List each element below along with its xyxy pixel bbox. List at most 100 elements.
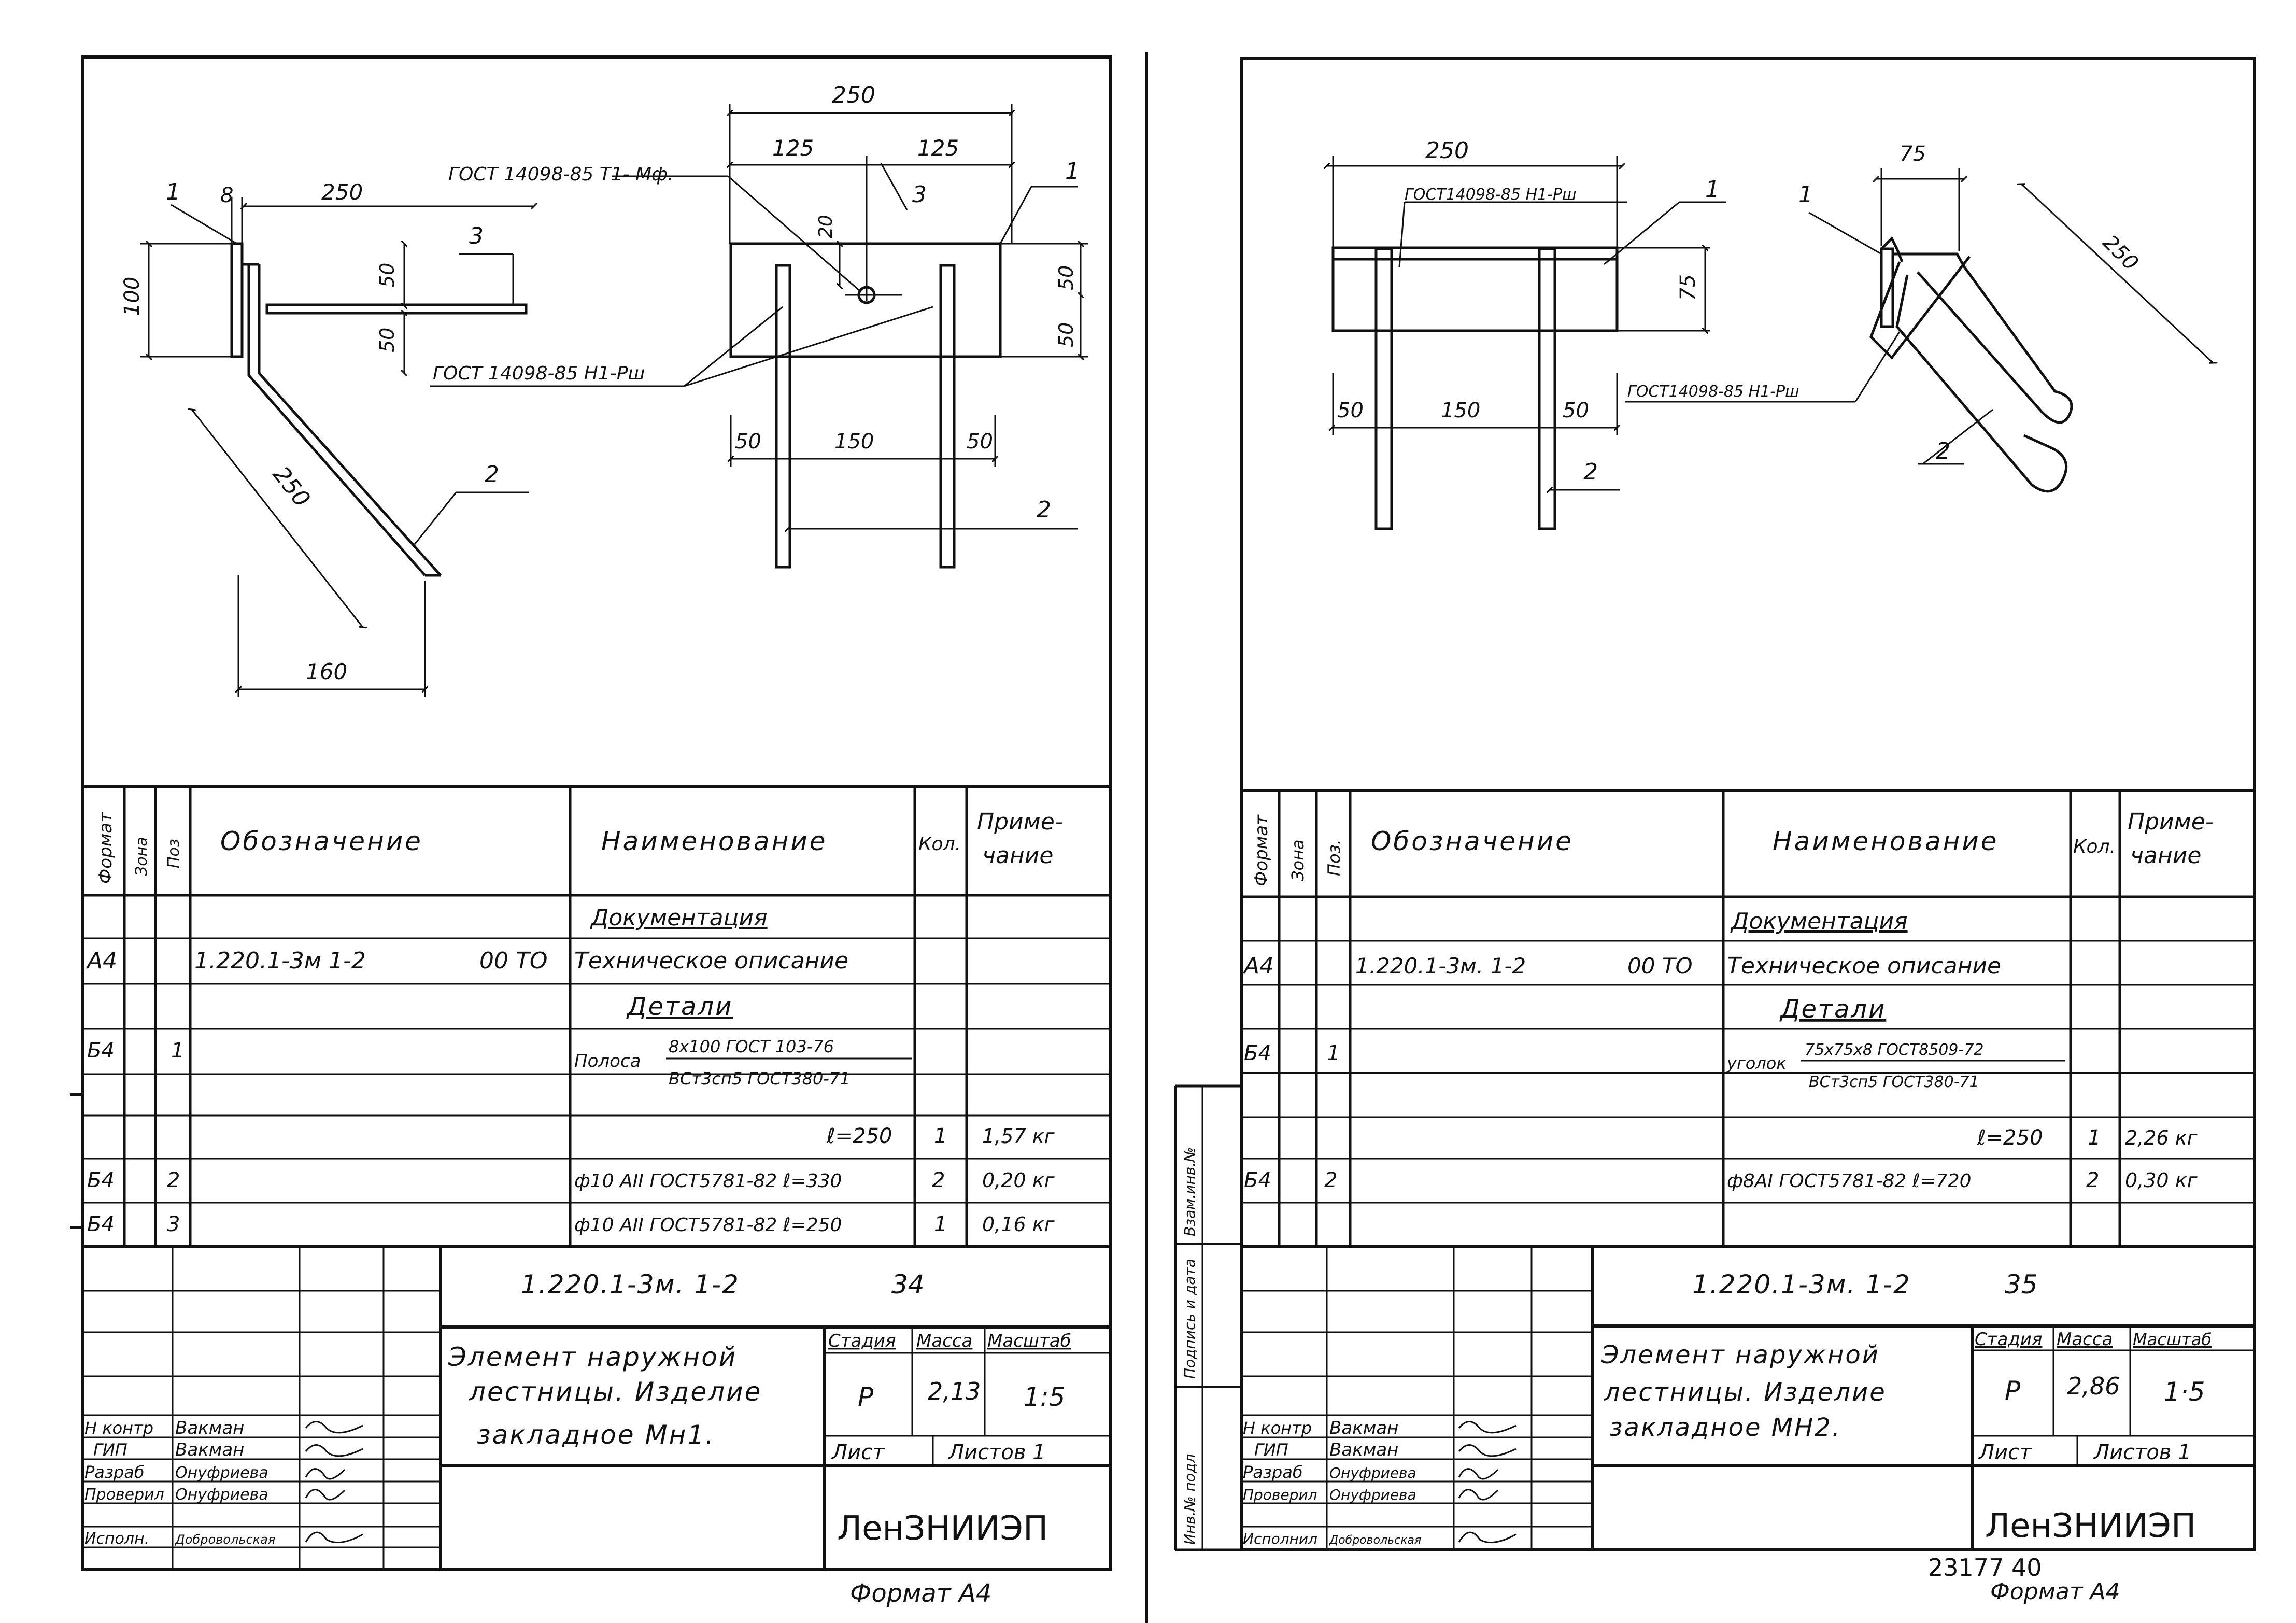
col-zone: Зона bbox=[133, 837, 151, 876]
sheet-right: Инв.№ подл Подпись и дата Взам.инв.№ bbox=[1174, 57, 2256, 1605]
r-front-dim-mid: 150 bbox=[1441, 399, 1480, 422]
front-dim-50-bottom: 50 bbox=[1055, 322, 1078, 347]
r-tb-sheet-label: Лист bbox=[1978, 1441, 2032, 1464]
side-dim-50-bottom: 50 bbox=[376, 328, 399, 352]
tb-stage: Р bbox=[858, 1382, 874, 1412]
front-pos-3: 3 bbox=[912, 181, 927, 208]
tb-mass: 2,13 bbox=[928, 1377, 981, 1405]
r-signer-name-3: Онуфриева bbox=[1329, 1464, 1416, 1481]
front-dim-right: 50 bbox=[967, 430, 993, 454]
row3-qty: 1 bbox=[934, 1212, 947, 1236]
row3-format: Б4 bbox=[87, 1212, 115, 1236]
side-dim-run: 160 bbox=[306, 659, 347, 684]
col-name: Наименование bbox=[601, 826, 828, 856]
r-signer-role-1: Н контр bbox=[1243, 1418, 1312, 1438]
row2-name: ф10 АII ГОСТ5781-82 ℓ=330 bbox=[574, 1170, 842, 1192]
side-dim-diag: 250 bbox=[267, 461, 315, 512]
r-tb-title-3: закладное МН2. bbox=[1609, 1413, 1841, 1442]
doc-format: А4 bbox=[86, 948, 117, 974]
sheet-frame bbox=[81, 55, 1112, 1571]
signer-role-5: Исполн. bbox=[84, 1530, 149, 1548]
r-front-pos-1: 1 bbox=[1705, 176, 1720, 203]
spec-table-2 bbox=[1241, 789, 2255, 1248]
signer-name-4: Онуфриева bbox=[175, 1486, 268, 1504]
tb-title-1: Элемент наружной bbox=[448, 1342, 737, 1372]
r-row2-note: 0,30 кг bbox=[2125, 1169, 2198, 1192]
tb-org: ЛенЗНИИЭП bbox=[837, 1509, 1048, 1548]
col-pos: Поз bbox=[165, 839, 183, 868]
row2-note: 0,20 кг bbox=[982, 1169, 1055, 1192]
r-doc-suffix: 00 ТО bbox=[1627, 953, 1693, 979]
doc-name: Техническое описание bbox=[574, 948, 848, 974]
tb-sheet-label: Лист bbox=[831, 1441, 885, 1464]
signer-role-2: ГИП bbox=[93, 1440, 127, 1460]
r-row2-qty: 2 bbox=[2086, 1168, 2099, 1192]
front-dim-half-left: 125 bbox=[772, 135, 814, 161]
side-dim-width: 250 bbox=[321, 179, 363, 205]
r-doc-designation: 1.220.1-3м. 1-2 bbox=[1355, 953, 1526, 979]
r-col-zone: Зона bbox=[1288, 839, 1308, 881]
col-designation: Обозначение bbox=[220, 826, 423, 856]
r-tb-scale: 1·5 bbox=[2164, 1377, 2205, 1407]
r-front-dim-left: 50 bbox=[1337, 399, 1364, 422]
r-signer-name-1: Вакман bbox=[1329, 1418, 1398, 1438]
r-row1b-note: 2,26 кг bbox=[2125, 1126, 2198, 1149]
r-tb-stage-label: Стадия bbox=[1975, 1329, 2042, 1350]
front-pos-1: 1 bbox=[1065, 158, 1080, 185]
col-note-1: Приме- bbox=[977, 809, 1063, 835]
front-dim-half-right: 125 bbox=[917, 135, 959, 161]
signatures-2 bbox=[1458, 1421, 1517, 1544]
r-row1-name-prefix: уголок bbox=[1726, 1053, 1787, 1073]
r-tb-scale-label: Масштаб bbox=[2133, 1330, 2212, 1349]
tb-stage-label: Стадия bbox=[828, 1331, 896, 1351]
row3-note: 0,16 кг bbox=[982, 1213, 1055, 1236]
r-col-note-2: чание bbox=[2130, 842, 2201, 869]
side-dim-50-top: 50 bbox=[376, 263, 399, 288]
r-front-dim-height: 75 bbox=[1676, 274, 1700, 301]
row1-pos: 1 bbox=[171, 1039, 184, 1063]
signer-name-1: Вакман bbox=[175, 1418, 244, 1438]
section-docs: Документация bbox=[590, 905, 768, 931]
row2-pos: 2 bbox=[167, 1168, 180, 1192]
front-dim-total: 250 bbox=[832, 82, 875, 108]
side-view-2 bbox=[1869, 236, 2073, 493]
tb-scale: 1:5 bbox=[1024, 1382, 1065, 1412]
r-col-format: Формат bbox=[1251, 814, 1272, 886]
row1-format: Б4 bbox=[87, 1039, 115, 1063]
doc-number: 23177 40 bbox=[1928, 1554, 2042, 1582]
front-view bbox=[729, 242, 1002, 569]
r-signer-role-5: Исполнил bbox=[1243, 1530, 1317, 1547]
side-view bbox=[230, 242, 528, 577]
r-front-pos-2: 2 bbox=[1583, 459, 1598, 485]
r-col-pos: Поз. bbox=[1324, 839, 1344, 876]
r-side-dim-diag: 250 bbox=[2098, 231, 2143, 276]
signer-role-1: Н контр bbox=[84, 1418, 153, 1438]
r-tb-mass-label: Масса bbox=[2057, 1329, 2113, 1350]
r-front-dim-width: 250 bbox=[1425, 137, 1469, 164]
r-tb-org: ЛенЗНИИЭП bbox=[1985, 1507, 2196, 1545]
r-side-pos-2: 2 bbox=[1936, 438, 1950, 464]
r-col-note-1: Приме- bbox=[2128, 809, 2214, 835]
r-tb-mass: 2,86 bbox=[2067, 1372, 2120, 1400]
r-weld-note-bottom: ГОСТ14098-85 Н1-Рш bbox=[1627, 383, 1799, 401]
weld-note-t1: ГОСТ 14098-85 Т1- Мф. bbox=[448, 164, 673, 185]
stamp-sign: Подпись и дата bbox=[1181, 1259, 1198, 1379]
r-doc-format: А4 bbox=[1242, 953, 1274, 979]
stamp-inv: Инв.№ подл bbox=[1181, 1454, 1198, 1545]
row1b-name: ℓ=250 bbox=[826, 1124, 892, 1148]
col-format: Формат bbox=[95, 812, 116, 884]
r-tb-stage: Р bbox=[2005, 1376, 2021, 1406]
tb-mass-label: Масса bbox=[916, 1331, 972, 1351]
r-col-name: Наименование bbox=[1773, 826, 1999, 856]
front-view-2 bbox=[1331, 246, 1619, 530]
side-pos-1: 1 bbox=[166, 179, 180, 205]
r-row1b-qty: 1 bbox=[2088, 1126, 2101, 1150]
stamp-replace: Взам.инв.№ bbox=[1181, 1147, 1198, 1236]
r-signer-name-5: Добровольская bbox=[1329, 1534, 1421, 1547]
r-row2-format: Б4 bbox=[1244, 1168, 1271, 1192]
signer-role-3: Разраб bbox=[84, 1462, 145, 1482]
r-weld-note-top: ГОСТ14098-85 Н1-Рш bbox=[1405, 186, 1577, 204]
sheet-left: 1 8 250 3 100 50 50 250 160 2 bbox=[81, 55, 1112, 1608]
r-row1b-name: ℓ=250 bbox=[1977, 1126, 2043, 1150]
section-details: Детали bbox=[626, 992, 733, 1021]
